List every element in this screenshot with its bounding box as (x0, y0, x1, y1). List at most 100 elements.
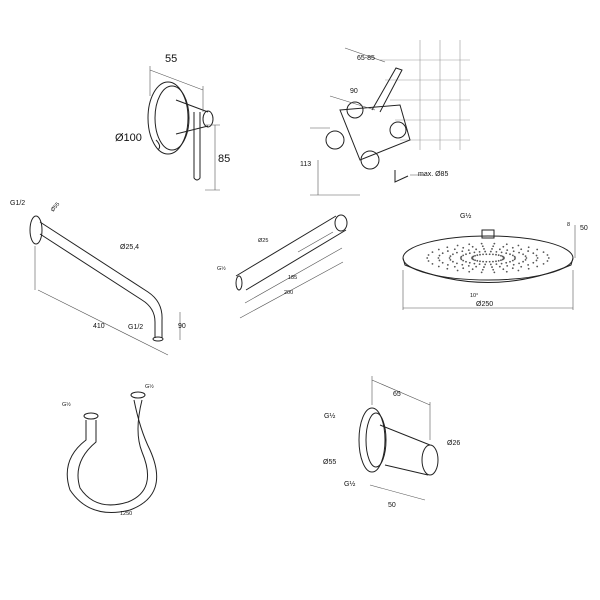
nozzle-dot (495, 253, 497, 256)
nozzle-dot (517, 244, 520, 247)
mixer-drawing: 55 Ø100 85 (115, 53, 230, 191)
valve-max-diameter: max. Ø85 (418, 171, 448, 178)
nozzle-dot (483, 248, 485, 250)
nozzle-dot (506, 249, 509, 252)
nozzle-dot (513, 255, 516, 258)
nozzle-dot (497, 259, 500, 262)
nozzle-dot (527, 246, 530, 249)
nozzle-dot (492, 253, 494, 256)
nozzle-dot (492, 245, 495, 248)
nozzle-dot (485, 253, 488, 256)
nozzle-dot (535, 254, 538, 257)
shower-arm-drawing: G1/2 Ø55 Ø25,4 410 G1/2 90 (10, 200, 186, 356)
nozzle-dot (453, 248, 456, 251)
rain-thread: G½ (460, 212, 471, 220)
nozzle-dot (476, 259, 479, 262)
nozzle-dot (502, 256, 505, 259)
nozzle-dot (500, 262, 503, 265)
nozzle-dot (495, 263, 498, 266)
nozzle-dot (500, 251, 503, 254)
nozzle-dot (536, 248, 539, 251)
nozzle-dot (437, 248, 440, 251)
hose-length: 1250 (120, 511, 132, 517)
nozzle-dot (437, 257, 440, 259)
nozzle-dot (474, 259, 476, 262)
nozzle-dot (479, 260, 481, 263)
arm-flange: Ø55 (50, 201, 61, 213)
nozzle-dot (480, 271, 483, 274)
outlet-depth: 65 (393, 391, 401, 398)
nozzle-dot (478, 250, 481, 253)
nozzle-dot (525, 257, 528, 259)
nozzle-dot (502, 245, 505, 248)
rain-angle: 10° (470, 293, 478, 299)
nozzle-dot (465, 260, 467, 263)
nozzle-dot (501, 258, 504, 261)
hose-drawing: G½ G½ 1250 (62, 383, 158, 517)
nozzle-dot (542, 262, 545, 265)
nozzle-dot (467, 264, 470, 267)
nozzle-dot (482, 260, 484, 263)
nozzle-dot (468, 261, 471, 264)
nozzle-dot (482, 253, 484, 256)
nozzle-dot (484, 250, 487, 253)
valve-height: 113 (300, 161, 311, 168)
nozzle-dot (426, 257, 429, 259)
nozzle-dot (524, 255, 527, 258)
outlet-thread-top: G½ (324, 412, 335, 420)
nozzle-dot (488, 253, 491, 256)
hand-shower-drawing: Ø25 G½ 185 200 (217, 214, 348, 319)
nozzle-dot (446, 246, 449, 249)
hand-diameter: Ø25 (258, 238, 268, 244)
nozzle-dot (489, 250, 492, 253)
nozzle-dot (484, 263, 487, 266)
nozzle-dot (536, 257, 539, 259)
arm-length: 410 (93, 323, 105, 330)
nozzle-dot (518, 251, 520, 254)
arm-thread-bottom: G1/2 (128, 324, 143, 331)
nozzle-dot (446, 267, 449, 270)
nozzle-dot (479, 253, 481, 256)
nozzle-dot (456, 269, 459, 272)
nozzle-dot (522, 260, 524, 263)
nozzle-dot (535, 259, 538, 262)
nozzle-dot (456, 244, 459, 247)
nozzle-dot (492, 268, 495, 271)
nozzle-dot (511, 267, 514, 270)
nozzle-dot (462, 254, 465, 257)
nozzle-dot (446, 250, 449, 252)
nozzle-dot (427, 260, 430, 262)
nozzle-dot (462, 259, 465, 262)
nozzle-dot (427, 254, 430, 256)
nozzle-dot (527, 267, 530, 270)
mixer-height: 85 (218, 153, 230, 165)
nozzle-dot (495, 260, 497, 263)
nozzle-dot (527, 264, 530, 266)
nozzle-dot (481, 268, 484, 271)
nozzle-dot (500, 259, 502, 262)
nozzle-dot (485, 260, 488, 263)
nozzle-dot (512, 250, 515, 253)
nozzle-dot (495, 250, 498, 253)
hose-thread-left: G½ (62, 401, 71, 408)
nozzle-dot (511, 246, 514, 249)
nozzle-dot (473, 251, 476, 254)
nozzle-dot (497, 254, 500, 257)
valve-range: 65-85 (357, 55, 375, 62)
nozzle-dot (465, 253, 467, 256)
outlet-width: 50 (388, 502, 396, 509)
rain-height: 50 (580, 225, 588, 232)
nozzle-dot (500, 254, 502, 257)
nozzle-dot (483, 266, 485, 268)
nozzle-dot (505, 252, 508, 255)
nozzle-dot (452, 253, 454, 256)
nozzle-dot (449, 255, 452, 258)
nozzle-dot (461, 250, 464, 253)
nozzle-dot (441, 252, 444, 255)
nozzle-dot (478, 263, 481, 266)
mixer-diameter: Ø100 (115, 132, 142, 144)
nozzle-dot (524, 258, 527, 261)
nozzle-dot (493, 271, 496, 274)
